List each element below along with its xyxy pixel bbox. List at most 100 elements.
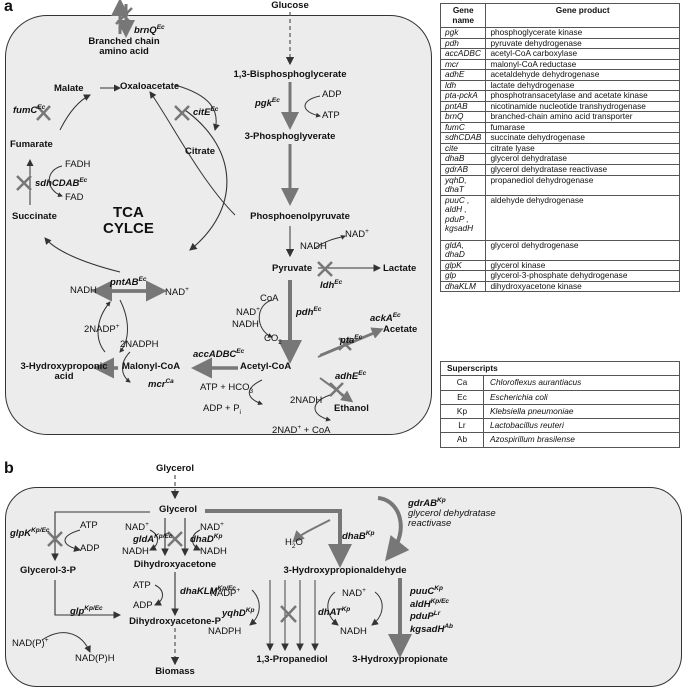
glycerol-source-label: Glycerol xyxy=(155,463,195,474)
acc-gene: accADBCEc xyxy=(193,348,245,361)
nad-b-label: NAD+ xyxy=(342,587,366,600)
dhad-gene: dhaDKp xyxy=(190,533,223,546)
dhap-label: Dihydroxyacetone-P xyxy=(129,616,221,627)
acetate-label: Acetate xyxy=(383,324,418,335)
adp-b-label: ADP xyxy=(80,543,100,554)
co2-label: CO2 xyxy=(264,333,282,346)
nad2-label: NAD+ xyxy=(200,521,224,534)
pntab-gene: pntABEc xyxy=(110,276,147,289)
dhat-gene: dhATKp xyxy=(318,606,351,619)
nad-ldh-label: NAD+ xyxy=(345,228,369,241)
glp-gene: glpKp/Ec xyxy=(70,605,103,618)
glucose-label: Glucose xyxy=(271,0,309,11)
pdh-gene: pdhEc xyxy=(296,306,322,319)
nadh-ldh-label: NADH xyxy=(300,241,327,252)
biomass-label: Biomass xyxy=(155,666,195,677)
nadph-b-label: NAD(P)H xyxy=(75,653,115,664)
acetyl-coa-label: Acetyl-CoA xyxy=(240,361,292,372)
pta-gene: ptaEc xyxy=(340,334,363,347)
adp-label: ADP xyxy=(322,89,342,100)
atp2-label: ATP xyxy=(133,580,151,591)
dhaklm-gene: dhaKLMKp/Ec xyxy=(180,585,236,598)
fumarate-label: Fumarate xyxy=(10,139,53,150)
phosphoglycerate-label: 3-Phosphoglyverate xyxy=(244,131,336,142)
pep-label: Phosphoenolpyruvate xyxy=(250,211,350,222)
nadph-b2-label: NADPH xyxy=(208,626,242,637)
ldh-gene: ldhEc xyxy=(320,279,343,292)
ethanol-label: Ethanol xyxy=(334,403,369,414)
oxaloacetate-label: Oxaloacetate xyxy=(120,81,180,92)
adp2-label: ADP xyxy=(133,600,153,611)
nadh-pdh-label: NADH xyxy=(232,319,259,330)
nadh-pnt-label: NADH xyxy=(70,285,97,296)
citrate-label: Citrate xyxy=(185,146,216,157)
glda-gene: gldAKp/Ec xyxy=(133,533,173,546)
aldehyde-dh-genes: puuCKp aldHKp/Ec pduPLr kgsadHAb xyxy=(410,585,453,635)
nadh-b-label: NADH xyxy=(340,626,367,637)
malate-label: Malate xyxy=(54,83,84,94)
sdh-gene: sdhCDABEc xyxy=(35,177,88,190)
nadh1-label: NADH xyxy=(122,546,149,557)
fadh-label: FADH xyxy=(65,159,91,170)
nad-pnt-label: NAD+ xyxy=(165,286,189,299)
malonyl-coa-label: Malonyl-CoA xyxy=(122,361,181,372)
lactate-label: Lactate xyxy=(383,263,417,274)
glpk-gene: glpKKp/Ec xyxy=(10,527,50,540)
fad-label: FAD xyxy=(65,192,84,203)
brnq-gene: brnQEc xyxy=(134,24,165,37)
gdrab-gene: gdrABKp xyxy=(408,497,446,510)
adhe-gene: adhEEc xyxy=(335,370,367,383)
pgk-gene: pgkEc xyxy=(255,97,280,110)
gene-product-header: Gene product xyxy=(485,2,680,29)
g3p-label: Glycerol-3-P xyxy=(20,565,76,576)
hydroxypropionaldehyde-label: 3-Hydroxypropionaldehyde xyxy=(283,565,407,576)
pyruvate-label: Pyruvate xyxy=(272,263,313,274)
nadh2-label: 2NADH xyxy=(290,395,323,406)
nad-pdh-label: NAD+ xyxy=(236,306,260,319)
panel-b-letter: b xyxy=(4,460,14,477)
glycerol-label: Glycerol xyxy=(158,504,198,515)
mcr-gene: mcrCa xyxy=(148,378,174,391)
nad1-label: NAD+ xyxy=(125,521,149,534)
dihydroxyacetone-label: Dihydroxyacetone xyxy=(133,559,217,570)
propanediol-label: 1,3-Propanediol xyxy=(256,654,328,665)
superscripts-header-row: Superscripts xyxy=(440,360,680,377)
nadp-label: 2NADP+ xyxy=(84,323,120,336)
nadph-label: 2NADPH xyxy=(120,339,159,350)
fumc-gene: fumCEc xyxy=(13,104,46,117)
atp-hco-label: ATP + HCO3 xyxy=(200,382,254,395)
bisphosphoglycerate-label: 1,3-Bisphosphoglycerate xyxy=(233,69,347,80)
superscripts-header: Superscripts xyxy=(440,360,680,377)
h2o-label: H2O xyxy=(285,537,303,550)
dhab-gene: dhaBKp xyxy=(342,530,375,543)
nadp-plus-label: NAD(P)+ xyxy=(12,637,49,650)
cite-gene: citEEc xyxy=(193,106,219,119)
gene-table-header: Gene name Gene product xyxy=(439,2,680,29)
atp-b-label: ATP xyxy=(80,520,98,531)
acka-gene: ackAEc xyxy=(370,312,401,325)
